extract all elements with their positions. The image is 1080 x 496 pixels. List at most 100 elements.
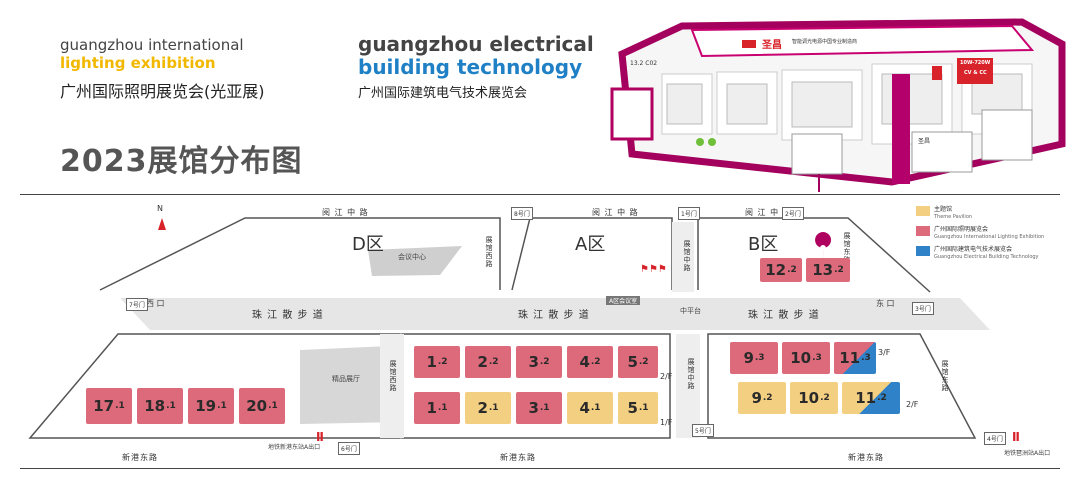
west-gate: 西 口 xyxy=(146,299,165,308)
hall-1-1[interactable]: 1.1 xyxy=(414,392,460,424)
walkway-3: 珠 江 散 步 道 xyxy=(748,310,820,321)
building-title-en-2: building technology xyxy=(358,55,583,79)
hall-1-1-floor: .1 xyxy=(437,403,448,413)
hall-1-2-floor: .2 xyxy=(437,357,448,367)
hall-5-2-floor: .2 xyxy=(638,357,649,367)
hall-2-2[interactable]: 2.2 xyxy=(465,346,511,378)
gate-7: 7号门 xyxy=(126,298,148,311)
top-road-a: 阅 江 中 路 xyxy=(592,208,639,217)
floor-label-2f-a: 2/F xyxy=(660,372,673,381)
zone-b-label: B区 xyxy=(748,234,779,255)
map-top-border xyxy=(20,194,1060,195)
hall-3-1-number: 3 xyxy=(528,399,539,417)
hall-2-1[interactable]: 2.1 xyxy=(465,392,511,424)
booth-power: 10W-720W xyxy=(960,60,991,66)
hall-20-1-number: 20 xyxy=(246,397,268,415)
metro-a-icon: Ⅱ xyxy=(316,430,324,444)
hall-5-2[interactable]: 5.2 xyxy=(618,346,658,378)
hall-10-2-number: 10 xyxy=(798,389,820,407)
hall-5-1-floor: .1 xyxy=(638,403,649,413)
hall-1-2[interactable]: 1.2 xyxy=(414,346,460,378)
legend-en-lighting: Guangzhou International Lighting Exhibit… xyxy=(934,234,1045,240)
hall-3-2[interactable]: 3.2 xyxy=(516,346,562,378)
page-title: 2023展馆分布图 xyxy=(60,144,303,179)
hall-10-3-floor: .3 xyxy=(812,353,822,363)
walkway-2: 珠 江 散 步 道 xyxy=(518,310,590,321)
hall-1-2-number: 1 xyxy=(426,353,437,371)
bottom-road-3: 新港东路 xyxy=(848,453,884,462)
metro-a-label: 地铁新港东站A出口 xyxy=(268,444,321,451)
lighting-title-en-2: lighting exhibition xyxy=(60,54,216,72)
hall-9-2-floor: .2 xyxy=(762,393,773,403)
hall-2-1-number: 2 xyxy=(477,399,488,417)
hall-4-1-number: 4 xyxy=(579,399,590,417)
hall-9-3[interactable]: 9.3 xyxy=(730,342,778,374)
legend-zh-lighting: 广州国际照明展览会 xyxy=(934,226,989,233)
hall-19-1[interactable]: 19.1 xyxy=(188,388,234,424)
metro-b-label: 地铁琶洲站A出口 xyxy=(1004,450,1051,457)
east-gate: 东 口 xyxy=(876,299,895,308)
hall-11-3-floor: .3 xyxy=(861,353,871,363)
hall-9-2[interactable]: 9.2 xyxy=(738,382,786,414)
map-bottom-border xyxy=(20,468,1060,469)
hall-13-2-number: 13 xyxy=(812,261,834,279)
hall-3-2-number: 3 xyxy=(528,353,539,371)
booth-brand: 圣昌 xyxy=(762,40,782,51)
flags-icon: ⚑⚑⚑ xyxy=(640,264,667,275)
gate-3: 3号门 xyxy=(912,302,934,315)
zone-a-label: A区 xyxy=(575,234,606,255)
hall-18-1[interactable]: 18.1 xyxy=(137,388,183,424)
hall-17-1[interactable]: 17.1 xyxy=(86,388,132,424)
legend-zh-theme: 主题馆 xyxy=(934,206,953,213)
hall-4-2-number: 4 xyxy=(579,353,590,371)
legend-item-lighting: 广州国际照明展览会 Guangzhou International Lighti… xyxy=(916,226,1066,241)
lighting-title-en-1: guangzhou international xyxy=(60,36,244,54)
hall-10-3-number: 10 xyxy=(790,349,812,367)
a-meeting-label: A区会议室 xyxy=(606,296,641,305)
hall-1-1-number: 1 xyxy=(426,399,437,417)
hall-9-3-floor: .3 xyxy=(754,353,765,363)
booth-illustration: 圣昌 智能调光电源中国专业制造商 13.2 C02 10W-720W CV & … xyxy=(592,14,1070,192)
hall-13-2[interactable]: 13.2 xyxy=(806,258,850,282)
metro-b-icon: Ⅱ xyxy=(1012,430,1020,444)
hall-12-2-floor: .2 xyxy=(787,265,797,275)
floor-label-3f: 3/F xyxy=(878,348,891,357)
hall-17-1-number: 17 xyxy=(93,397,115,415)
gate-5: 5号门 xyxy=(692,424,714,437)
hall-3-1[interactable]: 3.1 xyxy=(516,392,562,424)
hall-2-1-floor: .1 xyxy=(488,403,499,413)
hall-3-2-floor: .2 xyxy=(539,357,550,367)
booth-small-brand: 圣昌 xyxy=(918,138,931,145)
exhibition-road-4: 展馆东路 xyxy=(843,232,851,264)
hall-11-3[interactable]: 11.3 xyxy=(834,342,876,374)
hall-11-2[interactable]: 11.2 xyxy=(842,382,900,414)
hall-5-1-number: 5 xyxy=(627,399,638,417)
hall-2-2-floor: .2 xyxy=(488,357,499,367)
hall-11-2-floor: .2 xyxy=(877,393,887,403)
hall-19-1-number: 19 xyxy=(195,397,217,415)
lighting-title-zh: 广州国际照明展览会(光亚展) xyxy=(60,82,265,101)
top-road-d: 阅 江 中 路 xyxy=(322,208,369,217)
conference-center-label: 会议中心 xyxy=(398,253,426,261)
zone-d-label: D区 xyxy=(352,234,384,255)
hall-4-2[interactable]: 4.2 xyxy=(567,346,613,378)
hall-12-2[interactable]: 12.2 xyxy=(760,258,802,282)
gate-6: 6号门 xyxy=(338,442,360,455)
hall-4-1-floor: .1 xyxy=(590,403,601,413)
hall-20-1[interactable]: 20.1 xyxy=(239,388,285,424)
hall-12-2-number: 12 xyxy=(765,261,787,279)
exhibition-road-3: 展馆中路 xyxy=(687,358,695,390)
top-road-b: 阅 江 中 路 xyxy=(745,208,792,217)
hall-5-1[interactable]: 5.1 xyxy=(618,392,658,424)
hall-10-2[interactable]: 10.2 xyxy=(790,382,838,414)
gate-1: 1号门 xyxy=(678,207,700,220)
legend-item-theme: 主题馆 Theme Pavilion xyxy=(916,206,1066,221)
legend-swatch-building xyxy=(916,246,930,256)
legend-en-theme: Theme Pavilion xyxy=(934,214,973,220)
hall-13-2-floor: .2 xyxy=(834,265,844,275)
floor-label-2f-b: 2/F xyxy=(906,400,919,409)
hall-4-1[interactable]: 4.1 xyxy=(567,392,613,424)
hall-10-3[interactable]: 10.3 xyxy=(782,342,830,374)
hall-18-1-number: 18 xyxy=(144,397,166,415)
legend: 主题馆 Theme Pavilion 广州国际照明展览会 Guangzhou I… xyxy=(916,206,1066,261)
